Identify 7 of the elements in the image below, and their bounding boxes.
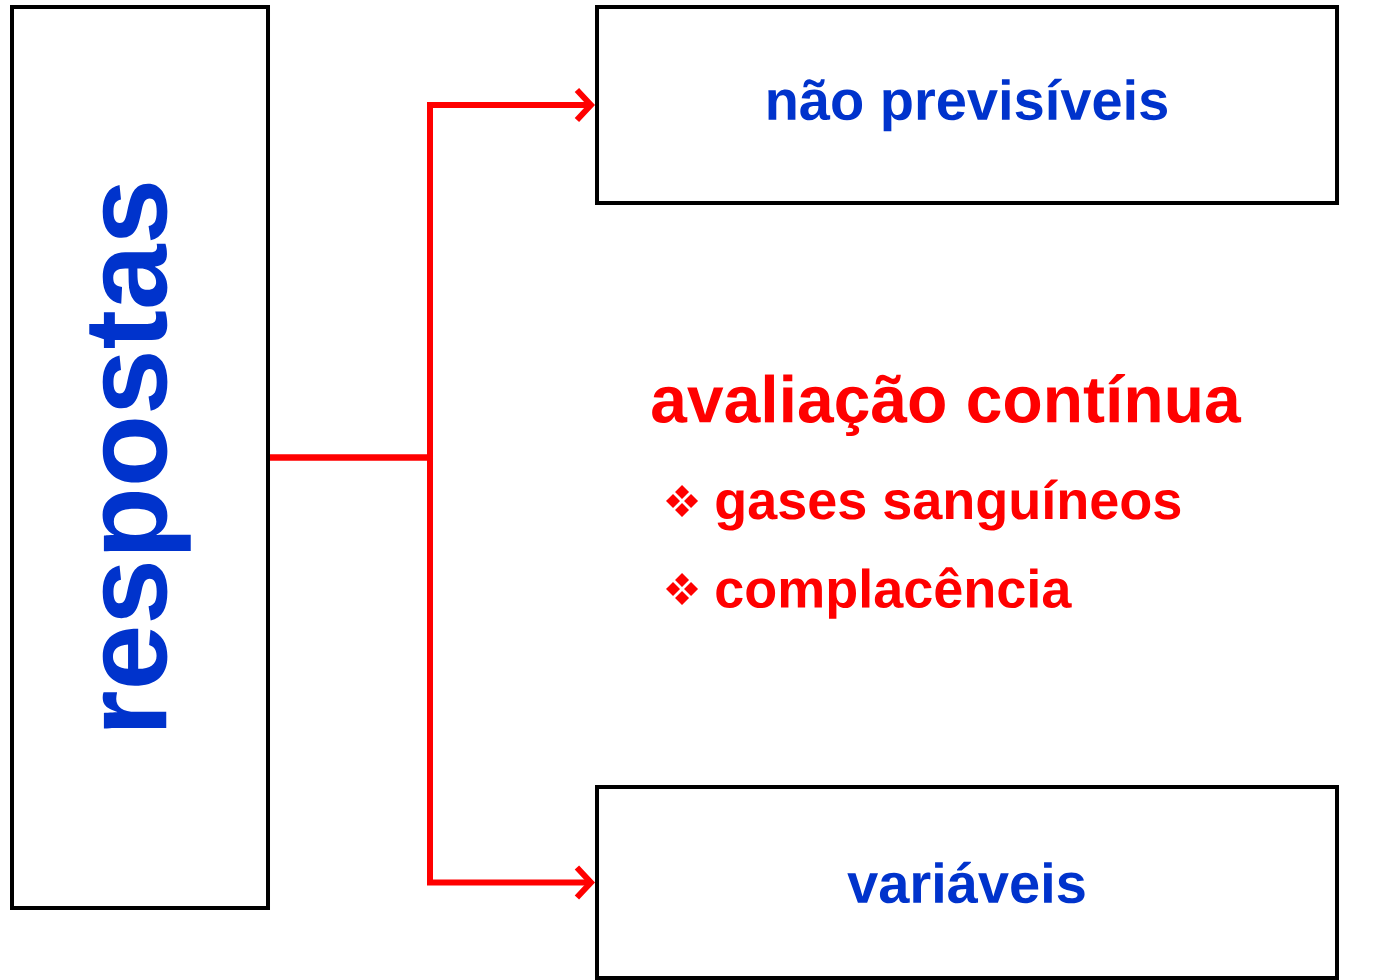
- heading-text: avaliação contínua: [652, 373, 1242, 437]
- title-box: respostas: [10, 5, 270, 910]
- list-item: complacência: [716, 567, 1072, 619]
- arrow: [270, 454, 595, 900]
- list-item: gases sanguíneos: [716, 479, 1181, 531]
- result-box: não previsíveis: [595, 5, 1339, 205]
- result-box: variáveis: [595, 785, 1339, 980]
